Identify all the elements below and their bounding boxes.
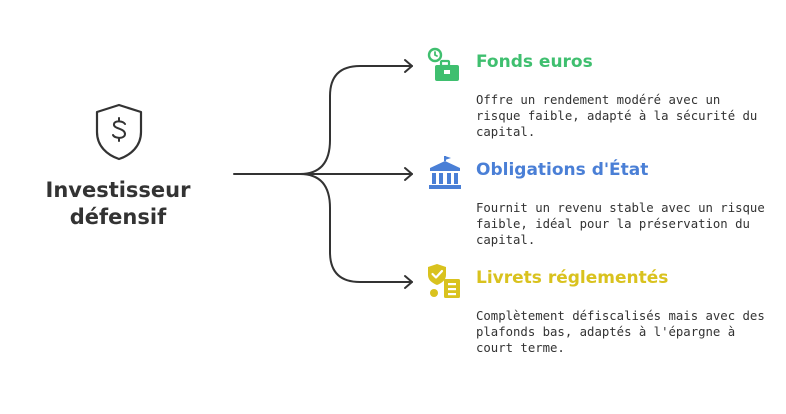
branch-title: Fonds euros [476, 52, 593, 72]
branch-description: Offre un rendement modéré avec un risque… [476, 93, 758, 139]
connector-to-livrets [299, 173, 413, 283]
root-label-line-1: Investisseur [45, 178, 191, 202]
root-label-line-2: défensif [69, 205, 167, 229]
arrowhead-obligations [404, 167, 413, 181]
briefcase-clock-icon [427, 47, 459, 81]
root-node-label: Investisseur défensif [18, 177, 218, 231]
branch-title: Obligations d'État [476, 160, 649, 180]
shield-check-document-icon [428, 264, 460, 298]
arrowhead-livrets [404, 275, 413, 289]
connector-to-fonds-euros [299, 65, 413, 175]
shield-dollar-icon [95, 103, 143, 161]
branch-description: Complètement défiscalisés mais avec des … [476, 309, 765, 355]
branch-description: Fournit un revenu stable avec un risque … [476, 201, 765, 247]
branch-title: Livrets réglementés [476, 268, 669, 288]
government-building-icon [429, 156, 461, 189]
arrowhead-fonds-euros [404, 59, 413, 73]
